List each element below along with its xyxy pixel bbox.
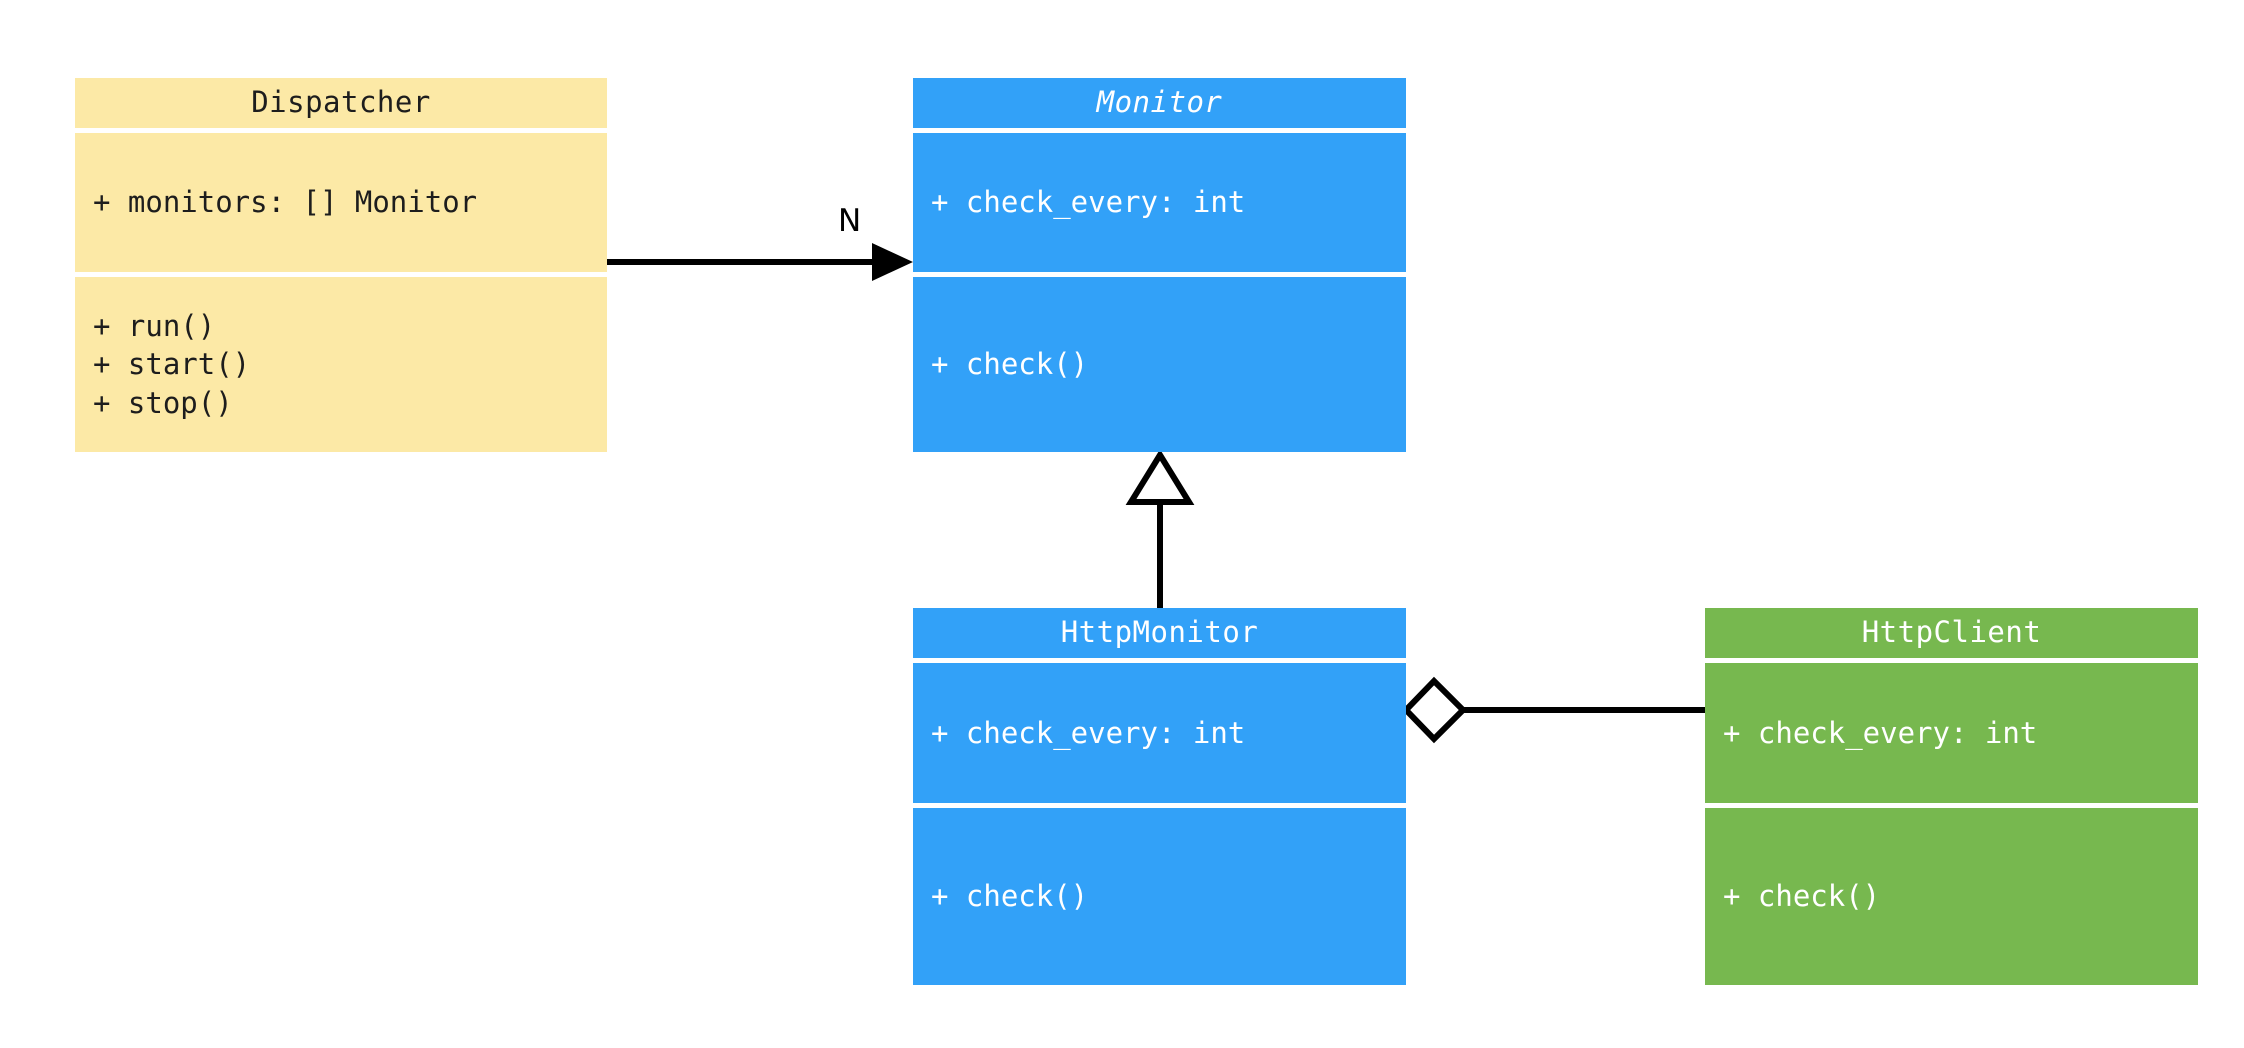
method-item: + start() <box>93 347 251 382</box>
class-methods-http-monitor: + check() <box>913 803 1406 985</box>
method-item: + stop() <box>93 385 233 420</box>
class-box-dispatcher[interactable]: Dispatcher + monitors: [] Monitor + run(… <box>75 78 607 452</box>
edge-dispatcher-to-monitor <box>607 243 913 281</box>
class-box-monitor[interactable]: Monitor + check_every: int + check() <box>913 78 1406 452</box>
class-title-dispatcher: Dispatcher <box>75 78 607 128</box>
class-attributes-monitor: + check_every: int <box>913 128 1406 272</box>
class-methods-http-client: + check() <box>1705 803 2198 985</box>
edge-httpmonitor-to-monitor <box>1125 449 1195 608</box>
method-item: + check() <box>931 347 1089 382</box>
class-title-http-monitor: HttpMonitor <box>913 608 1406 658</box>
hollow-diamond-icon <box>1401 676 1468 744</box>
attribute-item: + check_every: int <box>931 185 1246 220</box>
edge-httpmonitor-to-httpclient <box>1401 676 1705 744</box>
filled-arrowhead-icon <box>872 243 913 281</box>
class-title-monitor: Monitor <box>913 78 1406 128</box>
method-item: + check() <box>1723 879 1881 914</box>
method-item: + run() <box>93 309 216 344</box>
class-box-http-client[interactable]: HttpClient + check_every: int + check() <box>1705 608 2198 985</box>
attribute-item: + check_every: int <box>1723 715 2038 750</box>
class-title-http-client: HttpClient <box>1705 608 2198 658</box>
edge-label-multiplicity-n: N <box>838 203 862 239</box>
class-methods-monitor: + check() <box>913 272 1406 452</box>
method-item: + check() <box>931 879 1089 914</box>
class-attributes-http-monitor: + check_every: int <box>913 658 1406 803</box>
attribute-item: + check_every: int <box>931 715 1246 750</box>
attribute-item: + monitors: [] Monitor <box>93 185 478 220</box>
class-attributes-http-client: + check_every: int <box>1705 658 2198 803</box>
hollow-triangle-arrowhead-icon <box>1125 449 1195 505</box>
class-attributes-dispatcher: + monitors: [] Monitor <box>75 128 607 272</box>
class-methods-dispatcher: + run() + start() + stop() <box>75 272 607 452</box>
class-box-http-monitor[interactable]: HttpMonitor + check_every: int + check() <box>913 608 1406 985</box>
